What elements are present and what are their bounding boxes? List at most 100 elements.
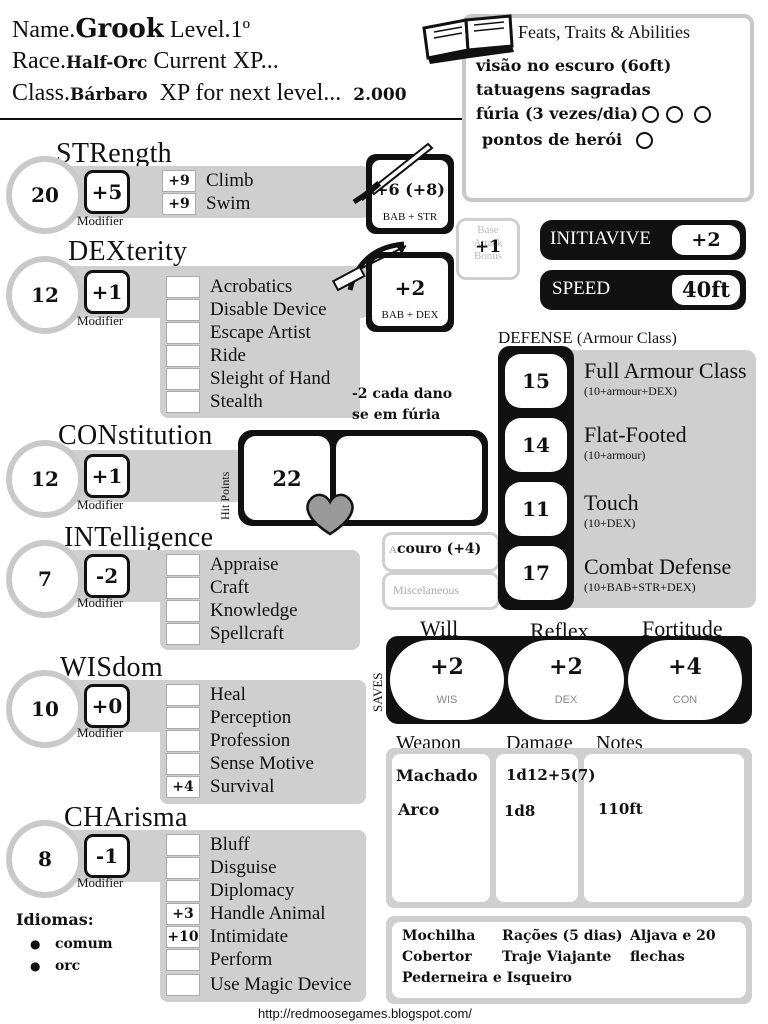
skill-rank-box[interactable]: +3 xyxy=(166,903,200,925)
constitution-modifier[interactable]: +1 xyxy=(84,454,130,498)
initiative-value[interactable]: +2 xyxy=(691,229,721,251)
skill-rank-box[interactable]: +9 xyxy=(162,193,196,215)
skill-rank-box[interactable] xyxy=(166,577,200,599)
equipment-item: flechas xyxy=(630,949,685,965)
skill-name: Spellcraft xyxy=(210,623,284,644)
skill-rank-box[interactable] xyxy=(166,299,200,321)
miscellaneous-bonus-box[interactable]: Miscelaneous xyxy=(382,572,500,610)
intelligence-modifier[interactable]: -2 xyxy=(84,554,130,598)
skill-rank-box[interactable]: +10 xyxy=(166,926,200,948)
skill-rank-box[interactable]: +9 xyxy=(162,170,196,192)
defense-row-name: Touch xyxy=(584,490,639,515)
initiative-box: INITIAVIVE +2 xyxy=(540,220,746,260)
full-armour-class-value[interactable]: 15 xyxy=(505,354,567,408)
notes-column xyxy=(584,754,744,902)
skill-rank-box[interactable] xyxy=(166,368,200,390)
skill-rank-box[interactable] xyxy=(166,345,200,367)
feat-item[interactable]: tatuagens sagradas xyxy=(476,80,651,99)
skill-rank-box[interactable] xyxy=(166,623,200,645)
skill-rank-box[interactable] xyxy=(166,753,200,775)
dexterity-modifier[interactable]: +1 xyxy=(84,270,130,314)
skill-rank-box[interactable] xyxy=(166,684,200,706)
flat-footed-value[interactable]: 14 xyxy=(505,418,567,472)
constitution-score[interactable]: 12 xyxy=(6,440,84,518)
rage-use-2-checkbox[interactable] xyxy=(666,106,684,123)
weapon-damage[interactable]: 1d12+5(7) xyxy=(506,766,596,784)
skill-rank-box[interactable] xyxy=(166,707,200,729)
hit-points-label: Hit Points xyxy=(218,471,232,520)
wisdom-score[interactable]: 10 xyxy=(6,670,84,748)
constitution-abbrev: CON xyxy=(58,420,119,451)
weapon-notes[interactable]: 110ft xyxy=(598,800,643,818)
skill-rank-box[interactable] xyxy=(166,322,200,344)
reflex-save[interactable]: +2 DEX xyxy=(508,640,624,720)
skill-rank-box[interactable] xyxy=(166,554,200,576)
equipment-item: Pederneira e Isqueiro xyxy=(402,970,572,986)
intelligence-score[interactable]: 7 xyxy=(6,540,84,618)
next-xp-value[interactable]: 2.000 xyxy=(353,85,407,105)
melee-attack-value[interactable]: +6 (+8) xyxy=(375,180,445,199)
wisdom-modifier[interactable]: +0 xyxy=(84,684,130,728)
skill-rank-box[interactable] xyxy=(166,857,200,879)
current-hit-points-field[interactable] xyxy=(336,436,482,520)
speed-value[interactable]: 40ft xyxy=(682,277,730,302)
skill-name: Climb xyxy=(206,170,254,191)
speed-box: SPEED 40ft xyxy=(540,270,746,310)
strength-modifier-label: Modifier xyxy=(77,213,124,228)
skill-name: Swim xyxy=(206,193,251,214)
skill-rank-box[interactable] xyxy=(166,391,200,413)
fortitude-save[interactable]: +4 CON xyxy=(628,640,742,720)
skill-row: Knowledge xyxy=(166,600,298,622)
rage-use-1-checkbox[interactable] xyxy=(642,106,659,123)
skill-name: Craft xyxy=(210,577,250,598)
dexterity-score[interactable]: 12 xyxy=(6,256,84,334)
strength-score[interactable]: 20 xyxy=(6,156,84,234)
armour-bonus-value[interactable]: couro (+4) xyxy=(396,541,482,557)
level-value[interactable]: 1º xyxy=(230,17,251,43)
weapon-damage[interactable]: 1d8 xyxy=(504,802,536,820)
skill-rank-box[interactable] xyxy=(166,880,200,902)
feat-item[interactable]: fúria (3 vezes/dia) xyxy=(476,104,639,123)
footer-url[interactable]: http://redmoosegames.blogspot.com/ xyxy=(258,1006,472,1021)
skill-rank-box[interactable] xyxy=(166,730,200,752)
skill-name: Profession xyxy=(210,730,291,751)
rage-use-3-checkbox[interactable] xyxy=(694,106,712,123)
race-value[interactable]: Half-Orc xyxy=(65,53,148,73)
header: Name.Grook Level.1º Race.Half-Orc Curren… xyxy=(12,12,452,112)
touch-value[interactable]: 11 xyxy=(505,482,567,536)
weapons-panel xyxy=(386,748,752,908)
skill-rank-box[interactable] xyxy=(166,276,200,298)
feat-item[interactable]: pontos de herói xyxy=(482,130,623,149)
weapon-name[interactable]: Machado xyxy=(396,766,478,785)
base-attack-bonus-value[interactable]: +1 xyxy=(474,237,502,257)
fortitude-save-ability: CON xyxy=(672,694,698,706)
header-divider xyxy=(0,118,462,120)
intelligence-title: INTelligence xyxy=(64,522,213,554)
will-save[interactable]: +2 WIS xyxy=(390,640,504,720)
hit-points-value[interactable]: 22 xyxy=(272,466,302,491)
name-value[interactable]: Grook xyxy=(75,14,164,44)
skill-rank-box[interactable] xyxy=(166,834,200,856)
strength-modifier[interactable]: +5 xyxy=(84,170,130,214)
equipment-field[interactable] xyxy=(392,922,746,998)
skill-row: Craft xyxy=(166,577,249,599)
feat-item[interactable]: visão no escuro (6oft) xyxy=(476,56,672,75)
defense-row: Flat-Footed(10+armour) xyxy=(584,422,687,463)
charisma-score[interactable]: 8 xyxy=(6,820,84,898)
skill-rank-box[interactable] xyxy=(166,600,200,622)
combat-defense-value[interactable]: 17 xyxy=(505,546,567,600)
hero-point-checkbox[interactable] xyxy=(636,132,653,149)
ranged-attack-value[interactable]: +2 xyxy=(394,276,426,300)
ranged-attack-label: BAB + DEX xyxy=(381,309,439,321)
base-attack-bonus-label: Base Attack Bonus xyxy=(473,224,503,262)
skill-rank-box[interactable] xyxy=(166,949,200,971)
skill-rank-box[interactable] xyxy=(166,974,200,996)
skill-row: Spellcraft xyxy=(166,623,284,645)
skill-rank-box[interactable]: +4 xyxy=(166,776,200,798)
charisma-modifier[interactable]: -1 xyxy=(84,834,130,878)
weapon-name[interactable]: Arco xyxy=(398,800,440,819)
class-value[interactable]: Bárbaro xyxy=(70,85,148,105)
defense-row-formula: (10+DEX) xyxy=(584,516,636,530)
intelligence-modifier-label: Modifier xyxy=(77,595,124,610)
feats-title: Feats, Traits & Abilities xyxy=(518,22,691,42)
